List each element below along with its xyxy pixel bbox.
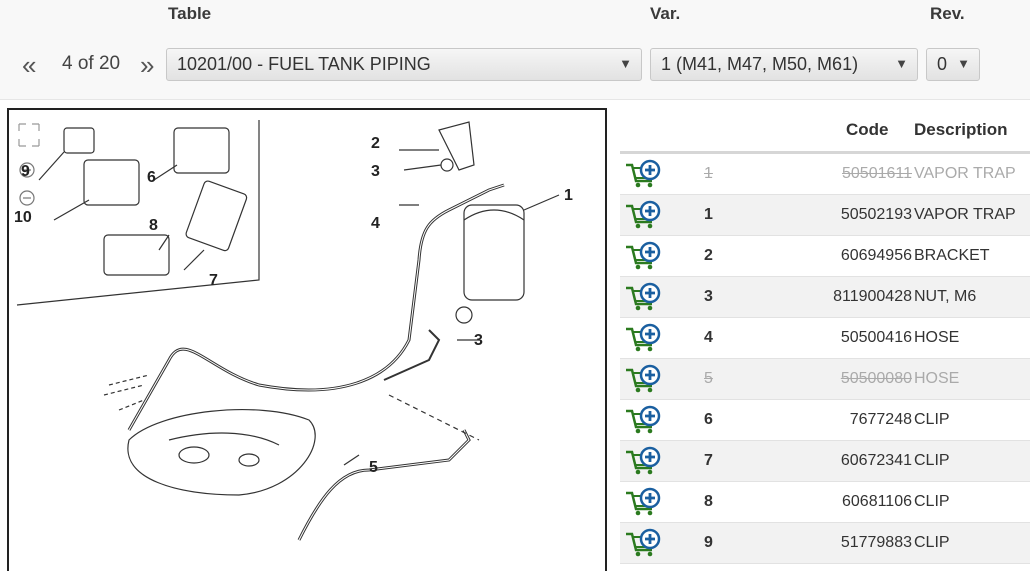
callout-5: 5 (369, 459, 378, 476)
part-description: CLIP (914, 534, 950, 551)
part-description: NUT, M6 (914, 288, 977, 305)
parts-table-header: Code Description (620, 110, 1030, 154)
add-to-cart-icon[interactable] (624, 405, 664, 435)
add-to-cart-icon[interactable] (624, 446, 664, 476)
callout-10: 10 (14, 209, 32, 226)
part-code: 811900428 (833, 288, 912, 305)
part-ref-number: 5 (704, 370, 713, 387)
part-code: 50500416 (840, 329, 912, 346)
previous-table-button[interactable]: « (22, 50, 37, 80)
part-code: 60694956 (840, 247, 912, 264)
table-column-label: Table (168, 4, 212, 23)
callout-3-lower: 3 (474, 332, 483, 349)
part-ref-number: 8 (704, 493, 713, 510)
add-to-cart-icon[interactable] (624, 200, 664, 230)
next-table-button[interactable]: » (140, 50, 155, 80)
chevron-down-icon: ▼ (895, 56, 908, 71)
chevron-down-icon: ▼ (619, 56, 632, 71)
code-column-header: Code (846, 120, 889, 139)
table-page-counter: 4 of 20 (62, 53, 121, 74)
callout-9: 9 (21, 163, 30, 180)
table-select[interactable]: 10201/00 - FUEL TANK PIPING ▼ (166, 48, 642, 81)
add-to-cart-icon[interactable] (624, 323, 664, 353)
table-select-value: 10201/00 - FUEL TANK PIPING (177, 54, 431, 74)
part-code: 50501611 (842, 165, 912, 182)
part-description: HOSE (914, 329, 960, 346)
table-selector-bar: Table Var. Rev. « 4 of 20 » 10201/00 - F… (0, 0, 1030, 100)
variant-select-value: 1 (M41, M47, M50, M61) (661, 54, 859, 74)
part-ref-number: 3 (704, 288, 713, 305)
revision-column-label: Rev. (930, 4, 965, 23)
part-code: 50500080 (840, 370, 912, 387)
add-to-cart-icon[interactable] (624, 159, 664, 189)
part-description: CLIP (914, 493, 950, 510)
part-description: CLIP (914, 452, 950, 469)
variant-column-label: Var. (650, 4, 681, 23)
part-code: 7677248 (849, 411, 912, 428)
callout-2: 2 (371, 135, 380, 152)
exploded-parts-diagram[interactable]: 9 10 6 8 7 2 3 4 1 3 5 (7, 108, 607, 571)
part-ref-number: 1 (704, 206, 713, 223)
chevron-down-icon: ▼ (957, 56, 970, 71)
zoom-in-icon (19, 162, 35, 178)
callout-6: 6 (147, 169, 156, 186)
callout-4: 4 (371, 215, 380, 232)
revision-select[interactable]: 0 ▼ (926, 48, 980, 81)
add-to-cart-icon[interactable] (624, 487, 664, 517)
revision-select-value: 0 (937, 54, 948, 74)
part-ref-number: 1 (704, 165, 713, 182)
part-ref-number: 2 (704, 247, 713, 264)
zoom-out-icon (19, 190, 35, 206)
part-description: HOSE (914, 370, 960, 387)
part-description: VAPOR TRAP (914, 206, 1016, 223)
fuel-tank-piping-illustration: 9 10 6 8 7 2 3 4 1 3 5 (14, 120, 573, 541)
description-column-header: Description (914, 120, 1008, 139)
part-ref-number: 9 (704, 534, 713, 551)
inset-divider (16, 120, 260, 306)
callout-1: 1 (564, 187, 573, 204)
part-ref-number: 7 (704, 452, 713, 469)
add-to-cart-icon[interactable] (624, 528, 664, 558)
part-code: 60681106 (842, 493, 912, 510)
callout-7: 7 (209, 272, 218, 289)
add-to-cart-icon[interactable] (624, 282, 664, 312)
part-ref-number: 4 (704, 329, 713, 346)
add-to-cart-icon[interactable] (624, 364, 664, 394)
expand-icon (18, 123, 40, 147)
add-to-cart-icon[interactable] (624, 241, 664, 271)
part-code: 60672341 (840, 452, 912, 469)
part-description: CLIP (914, 411, 950, 428)
callout-8: 8 (149, 217, 158, 234)
part-code: 50502193 (840, 206, 912, 223)
part-description: VAPOR TRAP (914, 165, 1016, 182)
part-ref-number: 6 (704, 411, 713, 428)
callout-3: 3 (371, 163, 380, 180)
part-code: 51779883 (840, 534, 912, 551)
variant-select[interactable]: 1 (M41, M47, M50, M61) ▼ (650, 48, 918, 81)
part-description: BRACKET (914, 247, 990, 264)
